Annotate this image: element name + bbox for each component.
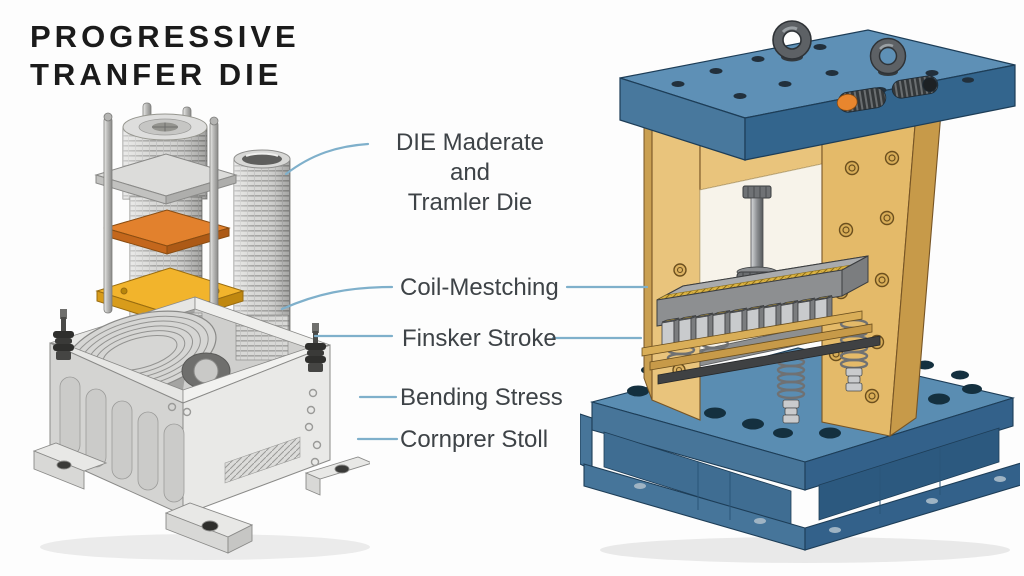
top-plate-blue	[619, 20, 1016, 161]
spring-bolts	[782, 367, 863, 424]
base-ribs	[697, 448, 941, 520]
annotation-bending-stress: Bending Stress	[400, 384, 563, 411]
page-title: PROGRESSIVE TRANFER DIE	[30, 18, 300, 94]
feet-bolts	[634, 476, 1006, 533]
title-line-1: PROGRESSIVE	[30, 19, 300, 54]
annotation-cornprer-stoll: Cornprer Stoll	[400, 426, 549, 453]
top-plate-gray	[94, 153, 238, 205]
corner-knobs	[53, 309, 326, 372]
left-floor-shadow	[40, 534, 370, 560]
knurled-plugs	[836, 75, 939, 113]
annotation-finsker-stroke: Finsker Stroke	[402, 325, 557, 352]
annotation-coil-mestching: Coil-Mestching	[400, 274, 559, 301]
wall-screws	[167, 388, 322, 467]
annotation-die-maderate-line2: Tramler Die	[407, 189, 533, 216]
annotation-die-maderate-line1: DIE Maderate and	[395, 129, 545, 186]
transfer-die-illustration	[580, 20, 1020, 563]
mounting-feet	[32, 442, 370, 554]
rail-tan-upper	[641, 310, 863, 357]
lifting-ring-left	[772, 20, 812, 62]
title-line-2: TRANFER DIE	[30, 57, 283, 92]
die-stack	[641, 255, 881, 424]
rail-tan-lower	[649, 323, 873, 371]
rail-dark	[657, 335, 881, 385]
progressive-die-illustration	[32, 102, 370, 560]
lifting-ring-right	[869, 37, 907, 76]
guide-rods-front	[103, 112, 219, 317]
die-box-base	[32, 296, 370, 554]
wall-columns	[59, 376, 185, 503]
annotation-die-maderate: DIE Maderate and Tramler Die	[375, 128, 565, 218]
